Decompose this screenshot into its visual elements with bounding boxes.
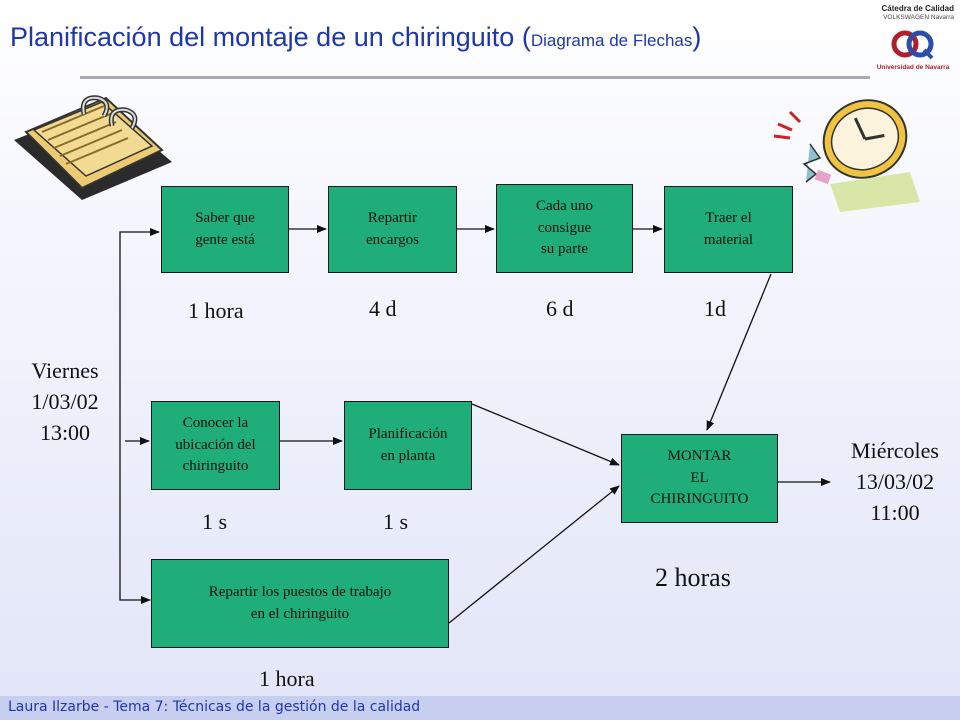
book-clipart-icon xyxy=(14,95,172,200)
duration-repartir-puestos: 1 hora xyxy=(259,666,315,691)
task-saber-gente: Saber que gente está xyxy=(161,186,289,273)
end-date: Miércoles 13/03/02 11:00 xyxy=(851,438,939,525)
task-cada-uno-consigue: Cada uno consigue su parte xyxy=(496,184,633,273)
university-logo: Cátedra de Calidad VOLKSWAGEN Navarra Un… xyxy=(876,4,954,71)
logo-mark-icon xyxy=(891,30,934,60)
footer-bar: Laura Ilzarbe - Tema 7: Técnicas de la g… xyxy=(0,696,960,720)
duration-planificacion-planta: 1 s xyxy=(383,509,409,534)
page-title: Planificación del montaje de un chiringu… xyxy=(10,22,702,52)
arrow-repartir-puestos-to-montar xyxy=(448,485,620,624)
arrow-start-to-saber xyxy=(119,228,160,392)
page-subtitle: Diagrama de Flechas xyxy=(530,31,693,50)
task-traer-material: Traer el material xyxy=(664,186,793,273)
clock-clipart-icon xyxy=(773,99,920,212)
duration-traer-material: 1d xyxy=(704,296,726,321)
duration-montar: 2 horas xyxy=(655,563,731,592)
start-date: Viernes 1/03/02 13:00 xyxy=(31,358,99,445)
duration-repartir-encargos: 4 d xyxy=(369,296,397,321)
arrow-traer-to-montar xyxy=(706,273,772,431)
footer-text: Laura Ilzarbe - Tema 7: Técnicas de la g… xyxy=(8,699,421,715)
duration-saber-gente: 1 hora xyxy=(188,298,244,323)
task-planificacion-planta: Planificación en planta xyxy=(344,401,472,490)
task-repartir-encargos: Repartir encargos xyxy=(328,186,457,273)
arrow-start-to-repartir-puestos xyxy=(119,448,151,604)
title-divider xyxy=(80,76,870,79)
arrow-planificacion-to-montar xyxy=(471,403,620,466)
duration-cada-uno: 6 d xyxy=(546,296,574,321)
task-conocer-ubicacion: Conocer la ubicación del chiringuito xyxy=(151,401,280,490)
task-montar-chiringuito: MONTAR EL CHIRINGUITO xyxy=(621,434,778,523)
duration-conocer-ubicacion: 1 s xyxy=(202,509,228,534)
task-repartir-puestos: Repartir los puestos de trabajo en el ch… xyxy=(151,559,449,648)
